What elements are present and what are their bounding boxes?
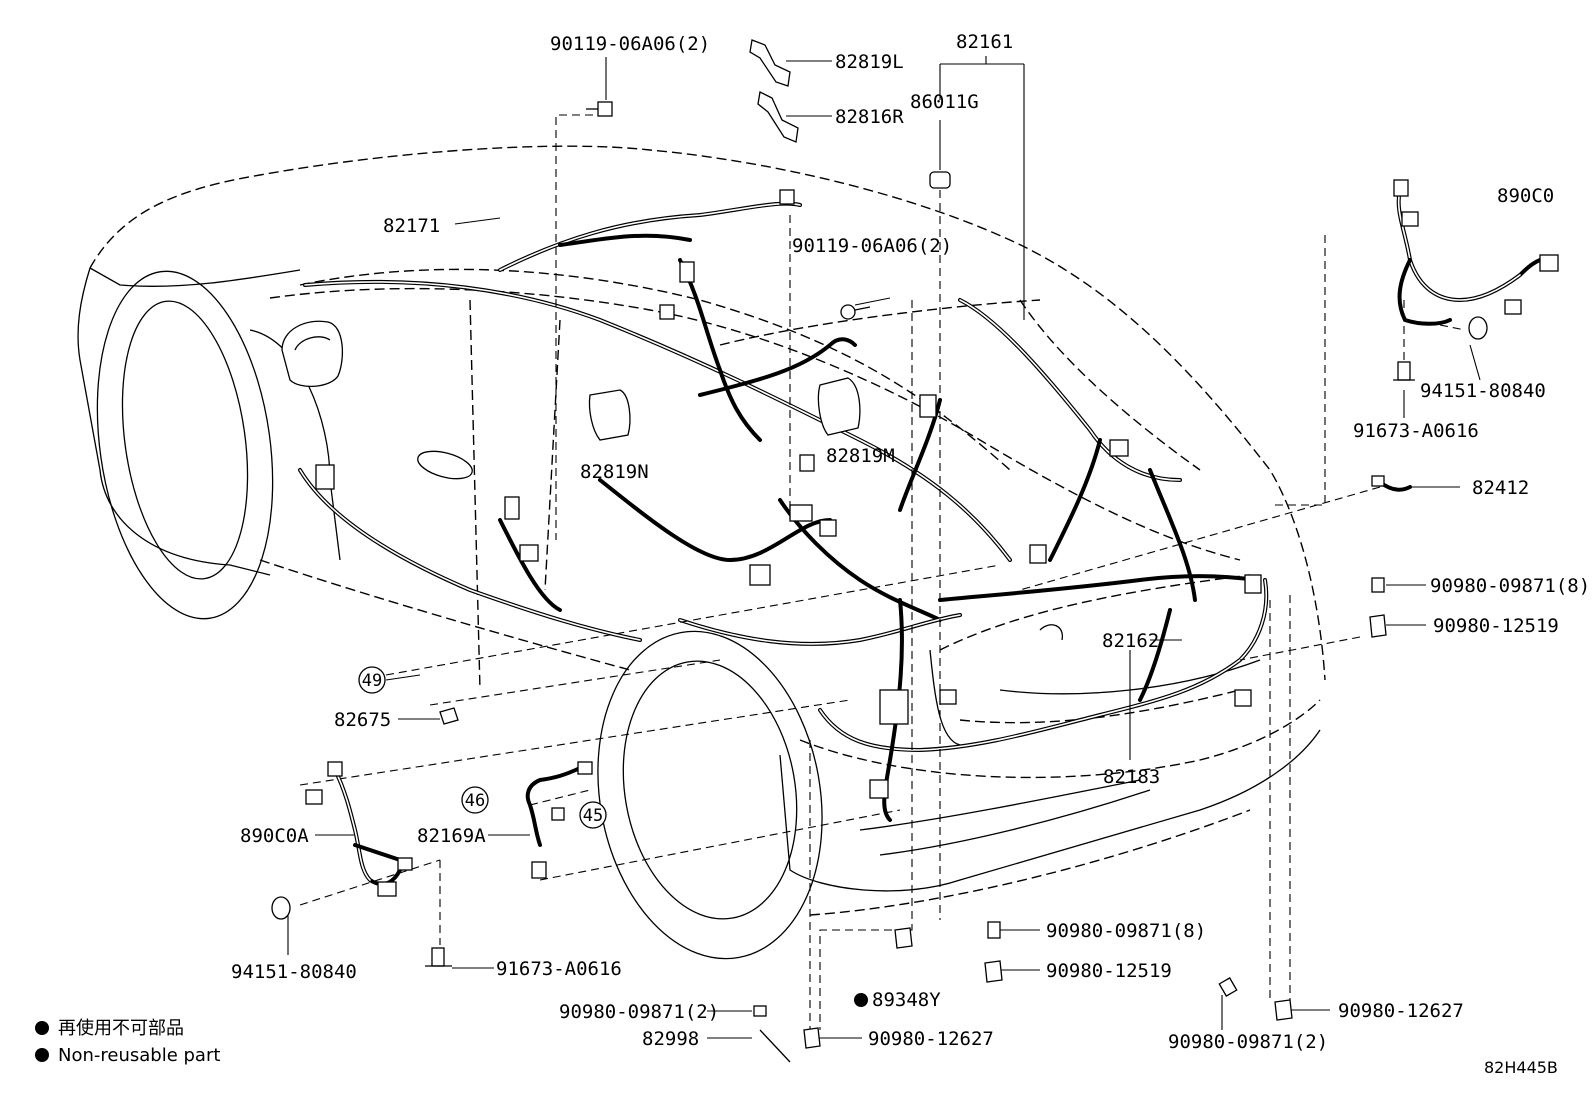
legend-jp-text: 再使用不可部品 <box>58 1018 184 1039</box>
harness-890C0-part <box>1393 179 1559 326</box>
label-86011G: 86011G <box>910 91 979 113</box>
callout-49: 49 <box>358 666 386 694</box>
clamp-90980-12627-left <box>803 1027 821 1049</box>
label-82162: 82162 <box>1102 630 1159 652</box>
legend-dot-en <box>35 1048 49 1062</box>
label-90980-09871-8-bottom: 90980-09871(8) <box>1046 920 1206 942</box>
clip-82675 <box>439 707 459 725</box>
non-reusable-dot-89348Y <box>854 993 868 1007</box>
label-90980-09871-8-right: 90980-09871(8) <box>1430 575 1590 597</box>
clamp-90980-09871-left <box>753 1005 767 1017</box>
label-82819N: 82819N <box>580 461 649 483</box>
callout-49-label: 49 <box>362 671 382 691</box>
label-82816R: 82816R <box>835 106 904 128</box>
label-82998: 82998 <box>642 1028 699 1050</box>
label-90980-12627-left: 90980-12627 <box>868 1028 994 1050</box>
clamp-90980-12519-right <box>1369 614 1387 638</box>
harness-82161 <box>698 298 1197 602</box>
clip-94151-left <box>271 896 291 920</box>
diagram-code: 82H445B <box>1484 1058 1558 1077</box>
part-labels: 90119-06A06(2) 82819L 82816R 82161 86011… <box>231 31 1590 1053</box>
leader-lines <box>287 56 1481 1039</box>
label-94151-80840-right: 94151-80840 <box>1420 380 1546 402</box>
clamp-90980-09871-right <box>1371 577 1385 593</box>
callout-46-label: 46 <box>465 791 485 811</box>
harness-890C0A-part <box>305 761 413 897</box>
harness-82183 <box>818 574 1269 822</box>
label-82183: 82183 <box>1103 766 1160 788</box>
label-82171: 82171 <box>383 215 440 237</box>
protector-82819N <box>588 389 631 441</box>
harness-connectors <box>315 189 1262 799</box>
label-91673-A0616-right: 91673-A0616 <box>1353 420 1479 442</box>
harness-82171 <box>303 201 1012 562</box>
clip-89348Y <box>894 927 913 949</box>
legend: 再使用不可部品 Non-reusable part <box>35 1018 220 1066</box>
bolt-90119-mid <box>840 304 871 320</box>
sensor-82412 <box>1371 475 1412 492</box>
bolt-90119-top <box>586 101 613 117</box>
label-82819L: 82819L <box>835 51 904 73</box>
label-890C0: 890C0 <box>1497 185 1554 207</box>
label-89348Y: 89348Y <box>872 989 941 1011</box>
harness-floor <box>298 468 962 646</box>
label-82819M: 82819M <box>826 445 895 467</box>
bracket-82819L <box>749 39 791 87</box>
protector-82819M <box>817 377 861 436</box>
label-90980-12519-bottom: 90980-12519 <box>1046 960 1172 982</box>
callout-45: 45 <box>579 801 607 829</box>
clamp-90980-09871-bottom <box>987 921 1001 939</box>
callout-45-label: 45 <box>583 806 603 826</box>
label-890C0A: 890C0A <box>240 825 309 847</box>
label-90119-06A06-mid: 90119-06A06(2) <box>792 235 952 257</box>
clamp-90980-09871-bottom-right <box>1218 977 1238 997</box>
legend-dot-jp <box>35 1021 49 1035</box>
label-90980-12519-right: 90980-12519 <box>1433 615 1559 637</box>
harness-82169A-part <box>525 761 593 879</box>
label-90119-06A06-top: 90119-06A06(2) <box>550 33 710 55</box>
clamp-90980-12627-right <box>1274 999 1293 1021</box>
grommet-86011G <box>929 171 951 189</box>
callout-46: 46 <box>461 786 489 814</box>
label-90980-12627-right: 90980-12627 <box>1338 1000 1464 1022</box>
bolt-91673-right <box>1393 361 1415 381</box>
side-mirror <box>281 320 343 387</box>
label-82675: 82675 <box>334 709 391 731</box>
cable-82998 <box>759 1029 791 1063</box>
clamp-90980-12519-bottom <box>984 960 1003 983</box>
dashed-guides <box>299 114 1466 1030</box>
legend-en-text: Non-reusable part <box>58 1045 220 1066</box>
car-body-outline <box>89 145 1326 916</box>
label-82412: 82412 <box>1472 477 1529 499</box>
label-82169A: 82169A <box>417 825 486 847</box>
label-82161: 82161 <box>956 31 1013 53</box>
clip-94151-right <box>1468 316 1488 340</box>
label-90980-09871-2-right: 90980-09871(2) <box>1168 1031 1328 1053</box>
label-91673-A0616-left: 91673-A0616 <box>496 958 622 980</box>
bracket-82816R <box>757 91 799 143</box>
label-90980-09871-2-left: 90980-09871(2) <box>559 1001 719 1023</box>
car-body-solid <box>77 267 1321 960</box>
label-94151-80840-left: 94151-80840 <box>231 961 357 983</box>
bolt-91673-left <box>425 947 452 967</box>
